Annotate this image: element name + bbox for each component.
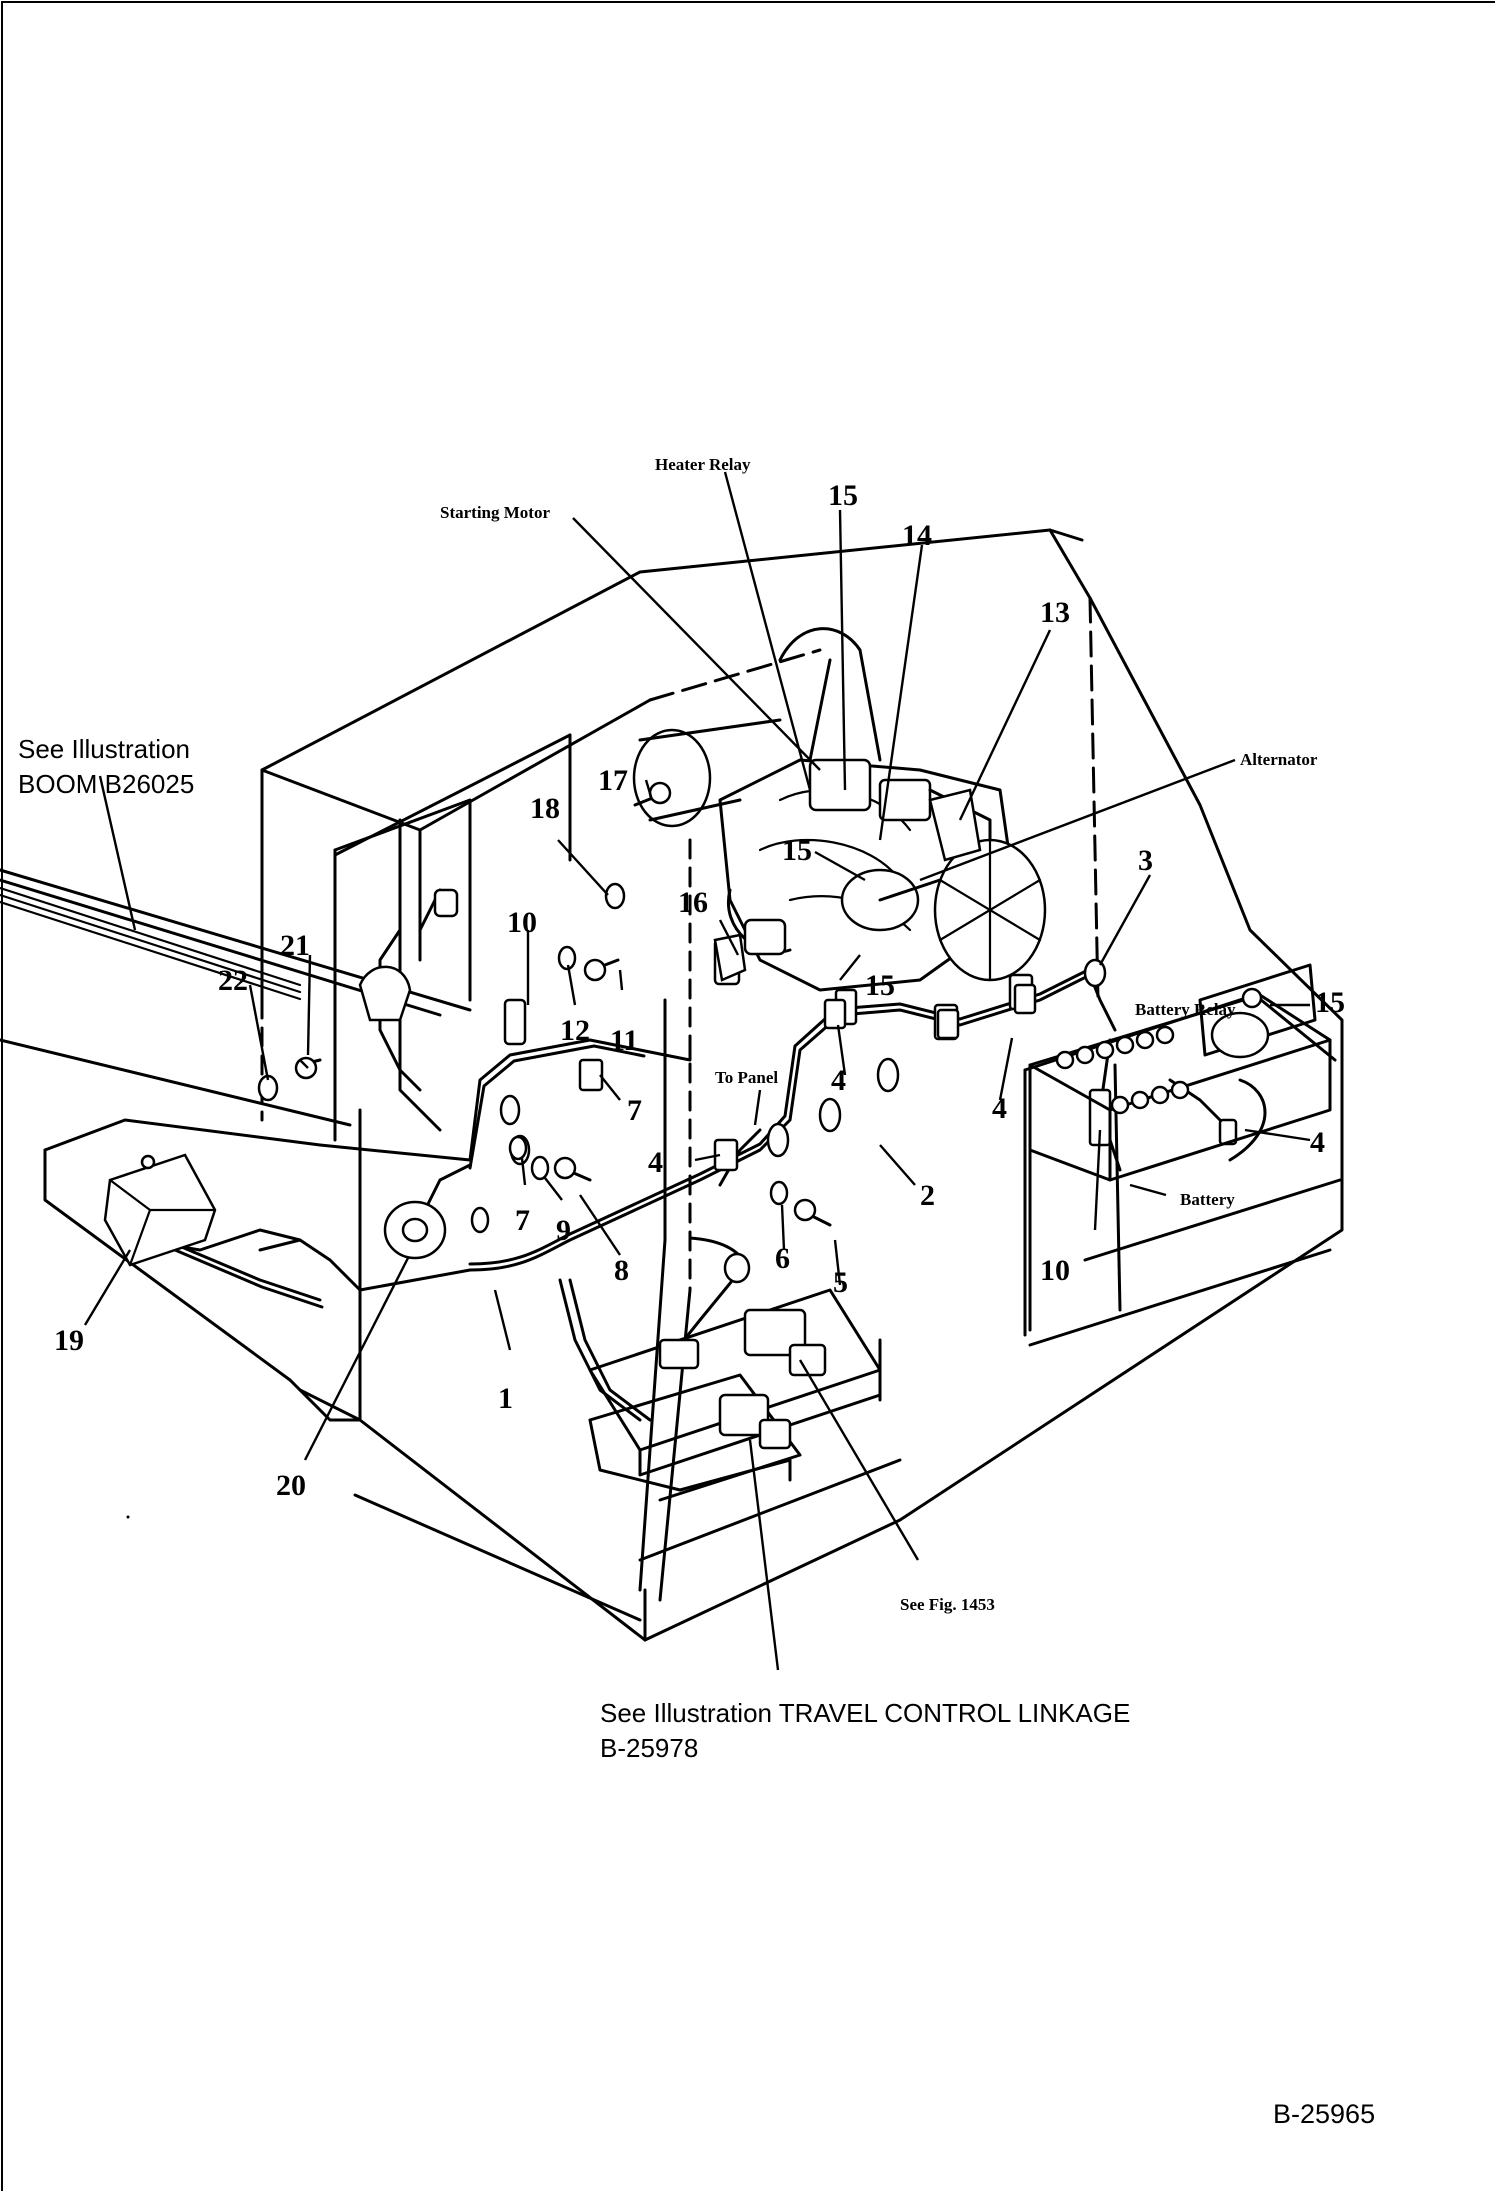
callout-18: 18 [530, 792, 560, 825]
callout-7-lower: 7 [515, 1204, 530, 1237]
callout-12: 12 [560, 1014, 590, 1047]
callout-21: 21 [280, 929, 310, 962]
label-battery-relay: Battery Relay [1135, 1000, 1236, 1019]
callout-3: 3 [1138, 844, 1153, 877]
controller-plate [588, 1288, 882, 1502]
callout-14: 14 [902, 519, 932, 552]
reference-notes: See Illustration BOOM B26025 See Illustr… [18, 734, 1130, 1763]
drawing-code: B-25965 [1273, 2099, 1375, 2129]
callout-9: 9 [556, 1214, 571, 1247]
note-boom-line1: See Illustration [18, 734, 190, 764]
callout-4-battery: 4 [1310, 1126, 1325, 1159]
fan-icon [933, 838, 1047, 982]
callout-10-upper: 10 [507, 906, 537, 939]
callout-7-upper: 7 [627, 1094, 642, 1127]
label-alternator: Alternator [1240, 750, 1318, 769]
machine-body [0, 528, 1344, 1642]
note-boom-line2: BOOM B26025 [18, 769, 194, 799]
callout-4-top: 4 [831, 1064, 846, 1097]
battery-pack [1028, 963, 1332, 1332]
work-lamp [358, 888, 459, 1022]
callout-22: 22 [218, 964, 248, 997]
callout-15-top: 15 [828, 479, 858, 512]
note-travel-line2: B-25978 [600, 1733, 698, 1763]
callout-11: 11 [610, 1024, 638, 1057]
engine-assembly [632, 627, 1047, 992]
voltage-regulator [103, 1153, 217, 1267]
callout-13: 13 [1040, 596, 1070, 629]
callout-6: 6 [775, 1242, 790, 1275]
callout-10-lower: 10 [1040, 1254, 1070, 1287]
label-heater-relay: Heater Relay [655, 455, 751, 474]
label-starting-motor: Starting Motor [440, 503, 550, 522]
callout-15-lower: 15 [865, 969, 895, 1002]
callout-8: 8 [614, 1254, 629, 1287]
callout-15-battery-relay: 15 [1315, 986, 1345, 1019]
callout-2: 2 [920, 1179, 935, 1212]
callout-17: 17 [598, 764, 628, 797]
callout-16: 16 [678, 886, 708, 919]
callout-5: 5 [833, 1266, 848, 1299]
callout-20: 20 [276, 1469, 306, 1502]
callout-1: 1 [498, 1382, 513, 1415]
horn [383, 1200, 447, 1260]
callout-4-panel: 4 [648, 1146, 663, 1179]
note-travel-line1: See Illustration TRAVEL CONTROL LINKAGE [600, 1698, 1130, 1728]
battery-terminal-row [1055, 1025, 1190, 1115]
label-to-panel: To Panel [715, 1068, 778, 1087]
callout-numbers: 1 2 3 4 4 4 4 5 6 7 7 8 9 10 10 11 12 13… [54, 479, 1345, 1502]
component-labels: Heater Relay Starting Motor Alternator B… [440, 455, 1318, 1209]
callout-4-right: 4 [992, 1092, 1007, 1125]
hardware [257, 781, 1238, 1227]
note-see-fig: See Fig. 1453 [900, 1595, 995, 1614]
leader-lines [83, 471, 1311, 1671]
callout-19: 19 [54, 1324, 84, 1357]
label-battery: Battery [1180, 1190, 1235, 1209]
callout-15-middle: 15 [782, 834, 812, 867]
